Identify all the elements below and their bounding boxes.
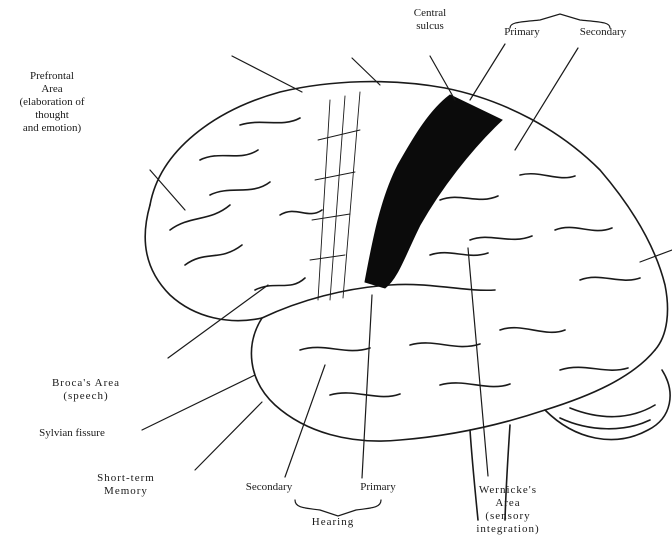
leader-frontal-upper — [232, 56, 302, 92]
motor-primary-label: Primary — [492, 26, 552, 39]
hearing-label: Hearing — [288, 516, 378, 529]
leader-short-term-memory — [195, 402, 262, 470]
leader-prefrontal — [150, 170, 185, 210]
secondary-motor-shading — [310, 92, 360, 300]
leader-brocas — [168, 285, 268, 358]
leader-motor-primary — [470, 44, 505, 100]
motor-secondary-label: Secondary — [562, 26, 644, 39]
wernickes-area-label: Wernicke's Area (sensory integration) — [452, 484, 564, 536]
hearing-primary-label: Primary — [346, 481, 410, 494]
leader-hearing-primary — [362, 295, 372, 478]
primary-motor-band — [365, 95, 502, 288]
brocas-area-label: Broca's Area (speech) — [30, 377, 142, 403]
leader-motor-secondary — [515, 48, 578, 150]
short-term-memory-label: Short-term Memory — [70, 472, 182, 498]
leader-hearing-secondary — [285, 365, 325, 477]
leader-right-area — [640, 250, 672, 262]
leader-central-sulcus — [430, 56, 455, 100]
brain-frontal-lower-outline — [145, 205, 262, 321]
hearing-secondary-label: Secondary — [232, 481, 306, 494]
prefrontal-area-label: Prefrontal Area (elaboration of thought … — [2, 70, 102, 135]
sylvian-fissure-line — [262, 284, 495, 318]
temporal-lobe-outline — [251, 318, 655, 441]
hearing-brace — [295, 500, 381, 516]
sylvian-fissure-label: Sylvian fissure — [16, 427, 128, 440]
leader-sylvian — [142, 375, 255, 430]
central-sulcus-label: Central sulcus — [402, 7, 458, 33]
